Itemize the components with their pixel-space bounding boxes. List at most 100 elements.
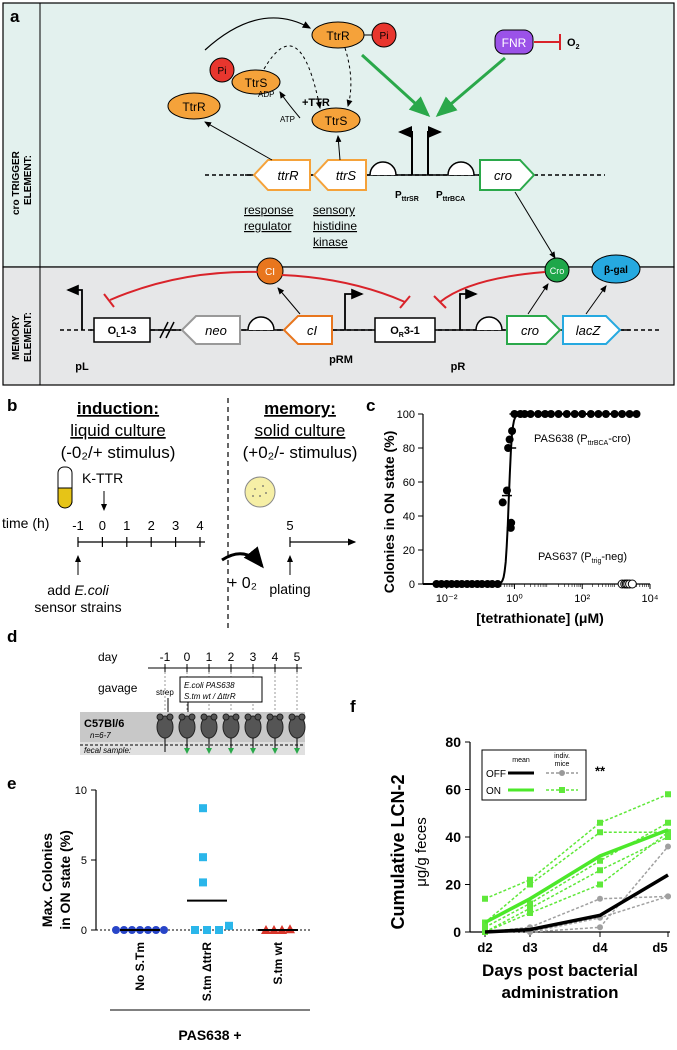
f-indiv-on-point bbox=[597, 857, 603, 864]
c-point-pas638 bbox=[601, 410, 610, 418]
d-day-label: day bbox=[98, 650, 117, 664]
gene-ttrS bbox=[312, 159, 367, 191]
promoter-prm-label: pRM bbox=[329, 354, 353, 366]
f-indiv-on-line bbox=[484, 822, 669, 928]
mouse-icon bbox=[266, 713, 284, 754]
f-legend-mean: mean bbox=[512, 757, 530, 764]
ci-repress-or-bar bbox=[399, 295, 411, 309]
dashed-arrow-1 bbox=[263, 45, 322, 109]
gene-ttrR bbox=[252, 159, 311, 191]
operator-or bbox=[374, 317, 436, 343]
c-point-pas637 bbox=[627, 579, 637, 589]
e-ytick-label: 10 bbox=[75, 785, 87, 797]
mouse-ear bbox=[266, 713, 274, 721]
gene-lacZ bbox=[562, 315, 622, 345]
panel-letter-c: c bbox=[366, 396, 375, 415]
c-point-pas638 bbox=[586, 410, 595, 418]
c-point-pas638 bbox=[520, 410, 529, 418]
c-point-pas638 bbox=[477, 580, 486, 588]
mouse-ear bbox=[178, 713, 186, 721]
operator-ol-label: OL1-3 bbox=[108, 325, 137, 339]
f-ytick-label: 60 bbox=[445, 782, 461, 798]
induction-title: induction: bbox=[77, 399, 159, 418]
c-label-637: PAS637 (Ptrig-neg) bbox=[538, 551, 627, 565]
f-mean-on-line bbox=[484, 828, 669, 925]
f-ytick-label: 40 bbox=[445, 829, 461, 845]
f-xlabel-1: Days post bacterial bbox=[482, 961, 638, 980]
e-point-stm-wt bbox=[285, 924, 295, 934]
panel-a: a cro TRIGGER ELEMENT: MEMORY ELEMENT: t… bbox=[2, 2, 675, 386]
c-point-pas638 bbox=[507, 518, 516, 527]
tick-5-label: 5 bbox=[286, 518, 293, 533]
f-xtick-label: d3 bbox=[522, 940, 537, 955]
c-xlabel: [tetrathionate] (μM) bbox=[476, 610, 604, 626]
e-xlabel: No S.Tm bbox=[133, 942, 147, 991]
annot-sensory-2: histidine bbox=[313, 219, 357, 233]
gene-cro-trigger-label: cro bbox=[494, 168, 512, 183]
d-day-tick-label: 0 bbox=[184, 650, 191, 664]
protein-bgal bbox=[591, 254, 641, 284]
f-legend-box bbox=[481, 749, 587, 801]
gene-cro-trigger bbox=[479, 159, 536, 191]
fecal-sample-marker bbox=[272, 748, 278, 754]
f-mean-off-line bbox=[484, 873, 669, 934]
e-point-stm-dttrr bbox=[203, 926, 211, 934]
promoter-pl-arrow bbox=[66, 284, 83, 330]
c-xtick-label: 10² bbox=[574, 593, 590, 605]
promoter-pttrsr-arrow bbox=[398, 126, 413, 175]
protein-ttrs-bottom bbox=[311, 107, 361, 133]
protein-fnr-label: FNR bbox=[502, 36, 527, 50]
gene-ttrS-label: ttrS bbox=[336, 168, 357, 183]
atp-adp-arrow bbox=[279, 91, 301, 119]
f-indiv-on-point bbox=[665, 834, 671, 840]
ttr-label: +TTR bbox=[302, 97, 330, 109]
c-label-638: PAS638 (PttrBCA-cro) bbox=[534, 433, 631, 447]
f-legend-mice: mice bbox=[555, 761, 570, 768]
memory-condition: (+0₂/- stimulus) bbox=[243, 443, 358, 462]
annot-sensory-3: kinase bbox=[313, 235, 348, 249]
time-tick-label: 3 bbox=[172, 518, 179, 533]
c-points bbox=[432, 410, 641, 589]
f-indiv-on-point bbox=[527, 910, 533, 916]
d-gavage-label: gavage bbox=[98, 681, 138, 695]
protein-ttrr-top-label: TtrR bbox=[326, 29, 350, 43]
mouse-icon bbox=[222, 713, 240, 754]
c-xtick-label: 10⁴ bbox=[642, 593, 659, 605]
d-mice bbox=[156, 713, 306, 754]
promoter-pl-label: pL bbox=[75, 361, 89, 373]
c-ytick-label: 20 bbox=[403, 545, 415, 557]
e-points bbox=[112, 804, 298, 934]
f-indiv-on-point bbox=[527, 876, 533, 883]
f-xtick-label: d4 bbox=[592, 940, 608, 955]
panel-letter-d: d bbox=[7, 627, 17, 646]
gene-ttrR-label: ttrR bbox=[278, 168, 299, 183]
break-mark-1 bbox=[159, 321, 169, 339]
f-indiv-on-point bbox=[597, 867, 603, 874]
mouse-ear bbox=[232, 713, 240, 721]
f-indiv-off-point bbox=[597, 924, 603, 931]
pi-bead-right bbox=[371, 22, 397, 48]
e-point-stm-dttrr bbox=[199, 853, 207, 862]
c-xtick-label: 10⁰ bbox=[506, 593, 523, 605]
f-indiv-on-line bbox=[484, 836, 669, 933]
mouse-ear bbox=[200, 713, 208, 721]
d-box-line-1: E.coli PAS638 bbox=[184, 681, 235, 690]
c-ytick-label: 40 bbox=[403, 511, 415, 523]
culture-liquid bbox=[57, 487, 73, 509]
c-point-pas638 bbox=[541, 410, 550, 418]
f-indiv-on-point bbox=[597, 829, 603, 836]
f-lines bbox=[482, 791, 671, 935]
e-point-stm-dttrr bbox=[199, 878, 207, 887]
cro-expression-arrow bbox=[514, 191, 556, 259]
operator-or-label: OR3-1 bbox=[390, 325, 420, 339]
protein-cro-label: Cro bbox=[550, 266, 565, 276]
e-point-stm-dttrr bbox=[199, 804, 207, 813]
f-legend-off-dot bbox=[559, 770, 565, 776]
atp-label: ATP bbox=[280, 115, 295, 124]
f-ytick-label: 20 bbox=[445, 877, 461, 893]
f-indiv-off-line bbox=[485, 895, 669, 933]
e-footer: PAS638 + bbox=[178, 1027, 241, 1043]
panel-c: c Colonies in ON state (%) [tetrathionat… bbox=[366, 396, 659, 626]
